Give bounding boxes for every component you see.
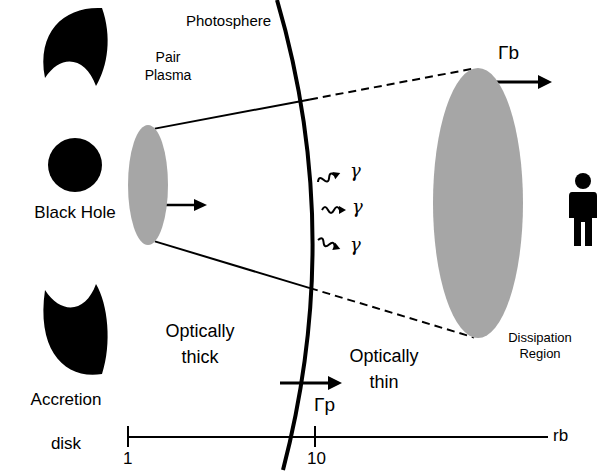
plasma-region-node: Dissipation Region (433, 68, 523, 338)
node-label: Pair Plasma (136, 49, 200, 84)
photosphere-arrowhead (328, 376, 342, 390)
annotation-label: Γb (498, 42, 519, 65)
photon (317, 236, 342, 252)
annotation-label: rb (553, 426, 568, 446)
node-outline (48, 138, 102, 192)
axis-tick (127, 426, 129, 447)
flow-arrowhead (194, 199, 207, 211)
photon (322, 206, 346, 214)
photosphere-arc (277, 0, 313, 470)
node-outline (433, 68, 523, 338)
radius-axis (128, 436, 548, 438)
plasma-region-node: Pair Plasma (128, 125, 168, 245)
node-label: Black Hole (8, 202, 142, 223)
black-hole-node: Black Hole (48, 138, 102, 192)
axis-tick (314, 426, 316, 447)
photon-symbol: γ (352, 196, 363, 218)
accretion-disk-top (43, 8, 107, 86)
annotation-label: 1 (123, 449, 132, 469)
annotation-label: Photosphere (186, 12, 271, 30)
bulk-lorentz-arrowhead (538, 75, 552, 89)
annotation-label: Optically thick (150, 318, 250, 370)
photon-symbol: γ (350, 160, 361, 182)
annotation-label: Γp (314, 394, 335, 417)
annotation-label: 10 (307, 449, 326, 469)
node-label: Dissipation Region (499, 330, 581, 363)
accretion-disk-bottom (43, 284, 107, 375)
jet-cone-line (155, 69, 474, 129)
photosphere-arrow (280, 382, 330, 385)
photon-symbol: γ (350, 234, 361, 256)
photon (317, 169, 342, 185)
observer-figure (569, 173, 597, 246)
annotation-label: Optically thin (334, 343, 434, 395)
node-outline (128, 125, 168, 245)
annotation-label: Accretion disk (14, 378, 118, 466)
